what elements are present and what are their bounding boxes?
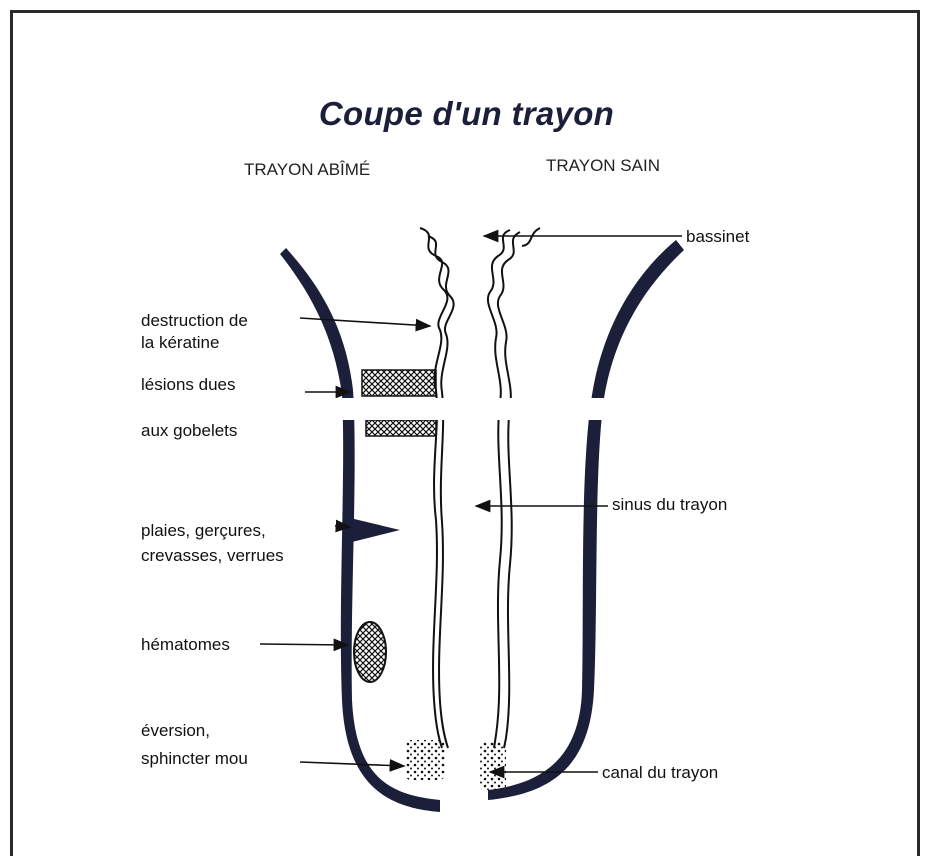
- everted-sphincter: [405, 740, 445, 780]
- hematoma: [354, 622, 386, 682]
- label-keratine-line1: destruction de: [141, 310, 248, 331]
- gobelet-lesion-band-lower: [366, 420, 436, 436]
- label-hematomes: hématomes: [141, 634, 230, 655]
- damaged-lining: [420, 228, 447, 748]
- label-sinus: sinus du trayon: [612, 494, 727, 515]
- teat-canal: [480, 742, 506, 790]
- scan-gap: [13, 398, 917, 420]
- gobelet-lesion-band-upper: [362, 370, 436, 396]
- label-canal: canal du trayon: [602, 762, 718, 783]
- label-bassinet: bassinet: [686, 226, 749, 247]
- label-eversion-line2: sphincter mou: [141, 748, 248, 769]
- label-plaies-line1: plaies, gerçures,: [141, 520, 266, 541]
- teat-outer-wall-right: [488, 240, 684, 800]
- label-gobelets-line1: lésions dues: [141, 374, 236, 395]
- wound-wedge: [350, 518, 400, 542]
- label-eversion-line1: éversion,: [141, 720, 210, 741]
- label-plaies-line2: crevasses, verrues: [141, 545, 284, 566]
- label-keratine-line2: la kératine: [141, 332, 219, 353]
- label-gobelets-line2: aux gobelets: [141, 420, 237, 441]
